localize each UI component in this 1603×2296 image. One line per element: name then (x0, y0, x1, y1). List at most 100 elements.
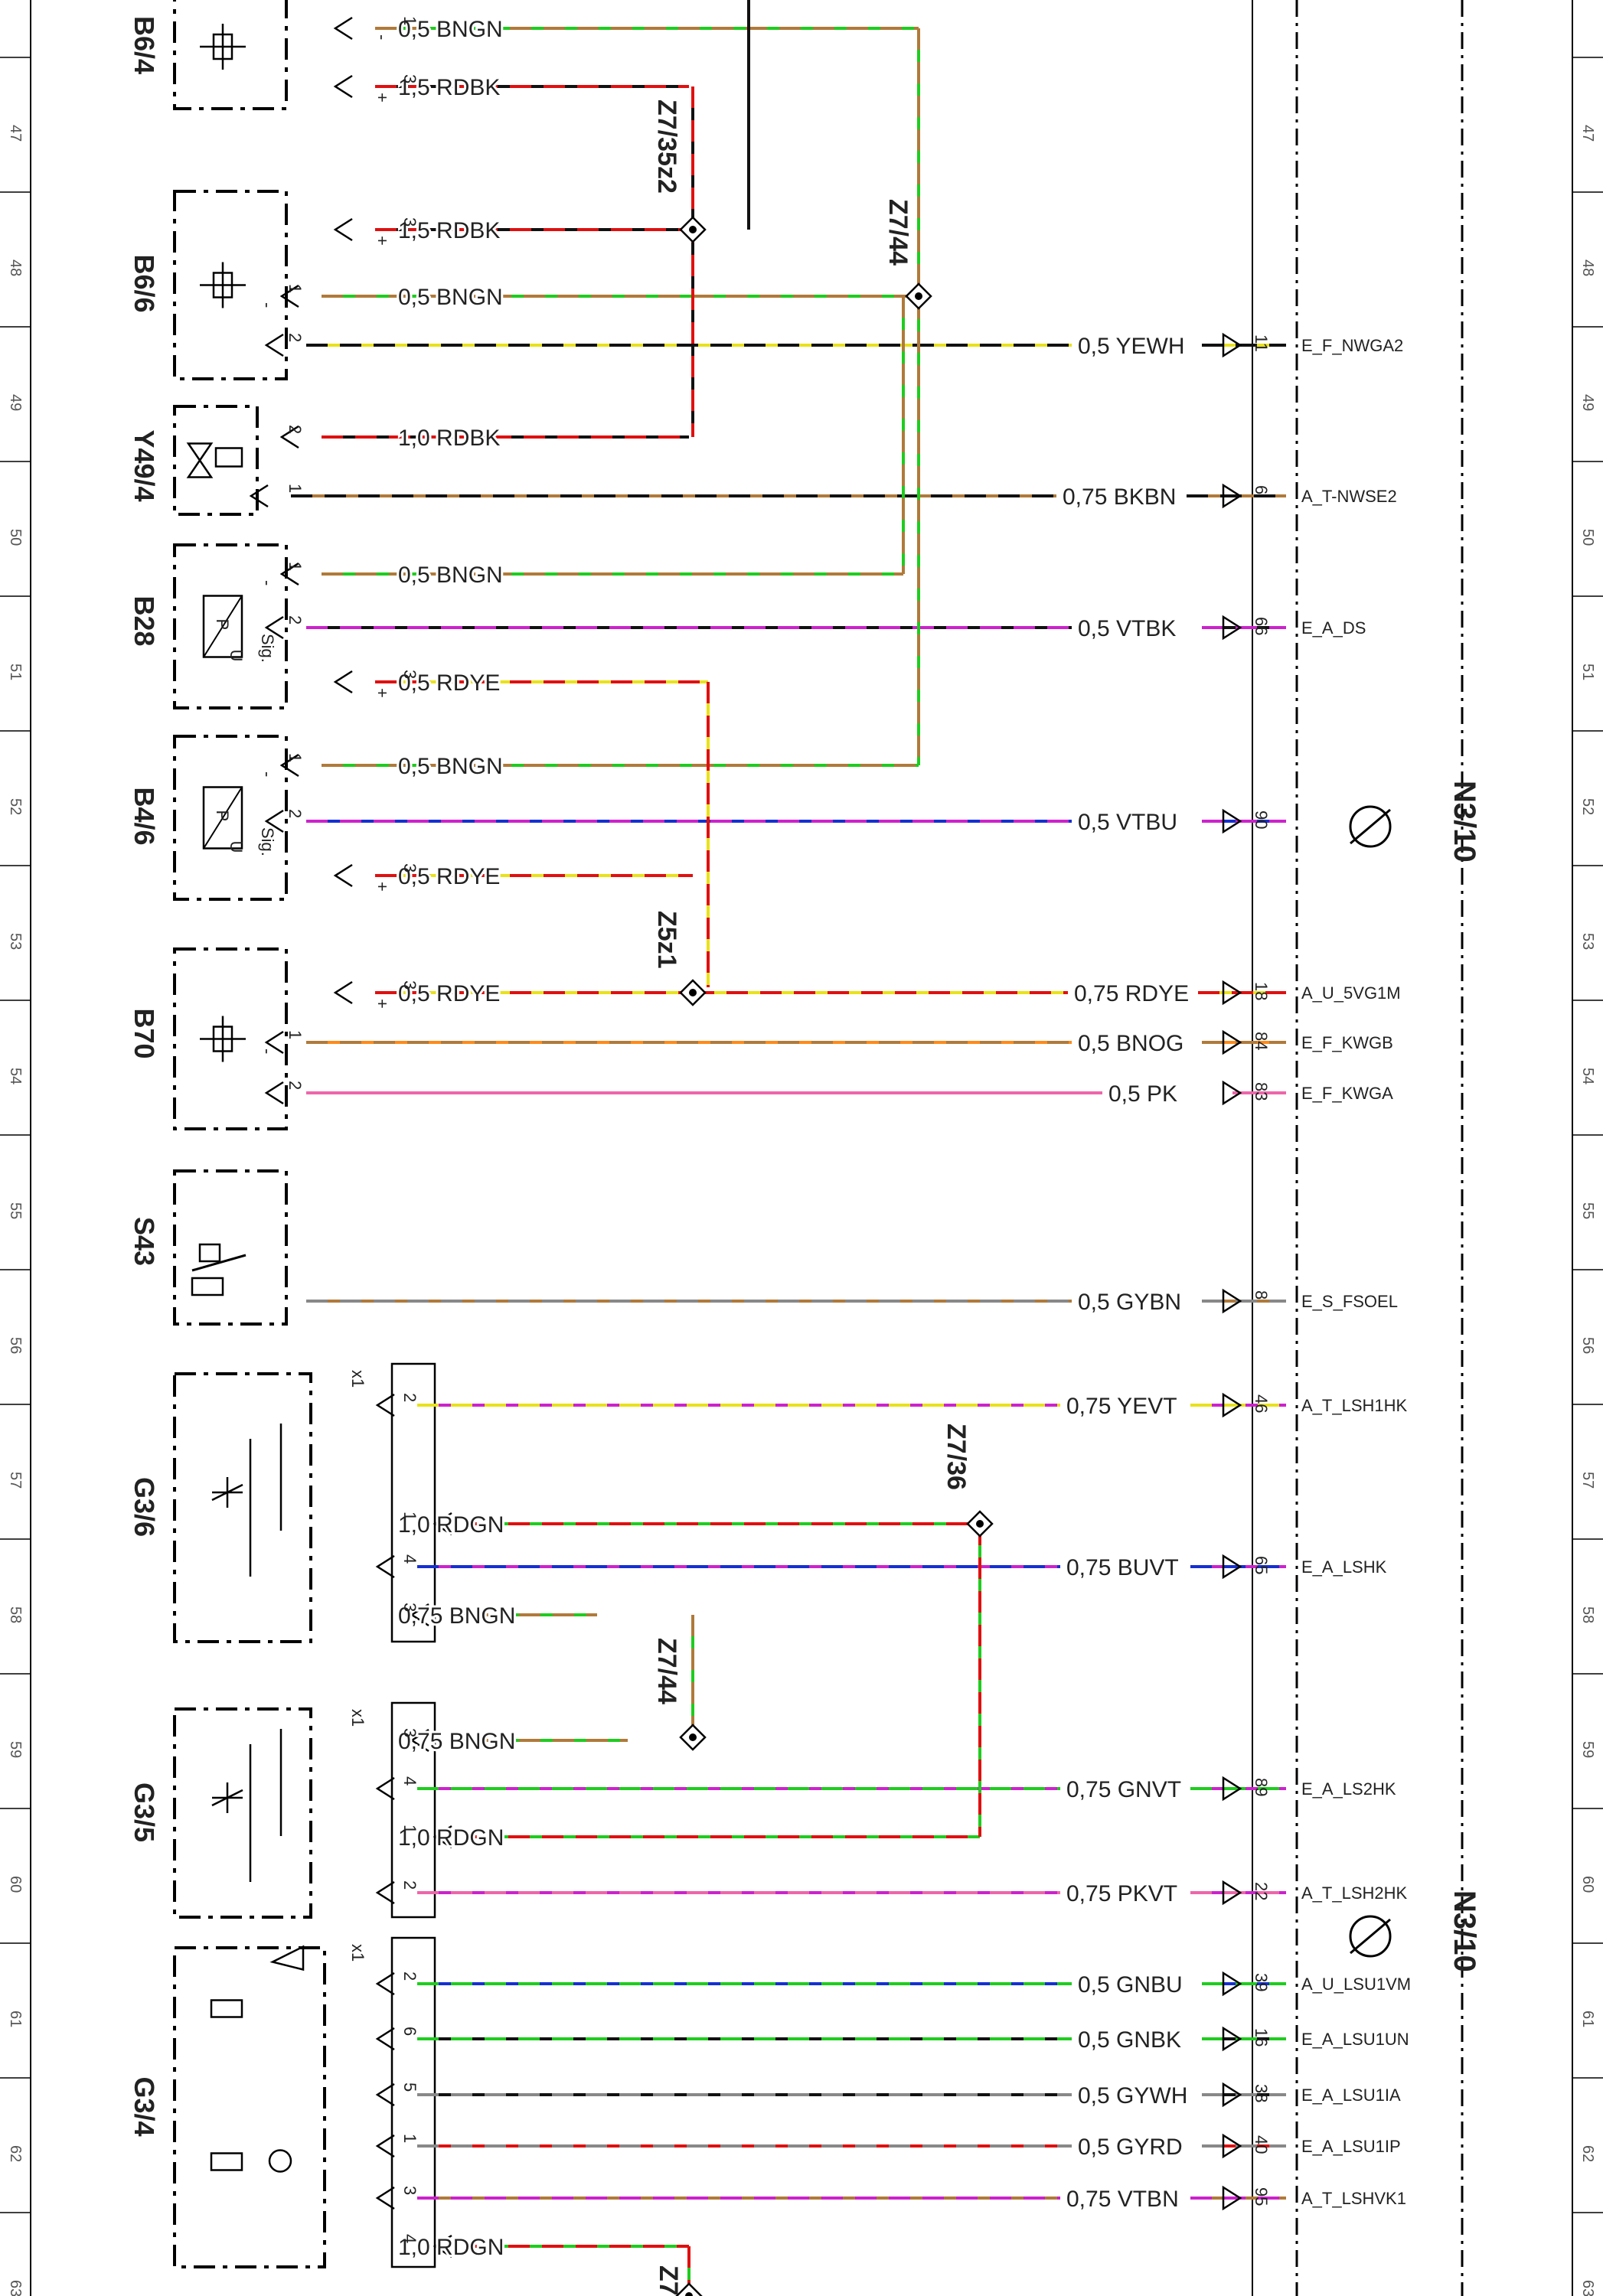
wire-label: 0,75 GNVT (1066, 1777, 1181, 1802)
ecu-signal-name: A_T-NWSE2 (1301, 487, 1397, 506)
component-pin-mark: + (373, 999, 392, 1009)
component-B6-4: B6/4 (129, 0, 288, 110)
ecu-pin-number: 18 (1252, 982, 1271, 1000)
ecu-pin-number: 11 (1252, 334, 1271, 352)
resistor-symbol (210, 1999, 243, 2018)
component-pin-number: 3 (400, 217, 420, 227)
wire-label: 0,75 PKVT (1066, 1881, 1177, 1906)
ecu-pin-number: 83 (1252, 1082, 1271, 1101)
ecu-signal-name: E_A_LSU1UN (1301, 2030, 1409, 2049)
component-connector-arrow (333, 980, 353, 1005)
component-label: S43 (129, 1217, 160, 1266)
ecu-signal-name: E_S_FSOEL (1301, 1292, 1398, 1311)
component-label: G3/5 (129, 1782, 160, 1842)
row-number-right: 63 (1579, 2280, 1596, 2296)
heater-symbol (211, 1782, 243, 1813)
row-number-left: 53 (7, 933, 24, 950)
wire-label: 0,5 GYWH (1078, 2083, 1187, 2108)
component-pin-number: 1 (400, 1825, 420, 1834)
component-G3-4: G3/4 (129, 1945, 326, 2268)
component-B6-6: B6/6 (129, 190, 288, 380)
resistor-symbol (210, 2152, 243, 2171)
component-connector-arrow (375, 2134, 395, 2158)
component-pin-mark: + (373, 93, 392, 103)
wire-label: 0,5 YEWH (1078, 334, 1185, 359)
ecu-signal-name: E_F_KWGA (1301, 1084, 1393, 1103)
ecu-connector-arrow (1222, 1880, 1242, 1906)
component-connector-arrow (279, 753, 299, 778)
splice-label: Z7/44 (883, 199, 913, 266)
component-pin-number: 3 (400, 670, 420, 679)
component-pin-number: 3 (400, 2186, 420, 2195)
component-label: G3/6 (129, 1477, 160, 1537)
component-pin-number: 1 (286, 753, 305, 762)
sensor-letter: U (227, 841, 246, 853)
connector-x1 (390, 1362, 436, 1643)
splice-label: Z7/36 (942, 1424, 971, 1490)
component-G3-5: G3/5 (129, 1707, 312, 1919)
component-connector-arrow (410, 1728, 429, 1753)
row-number-left: 54 (7, 1068, 24, 1084)
row-number-right: 49 (1579, 394, 1596, 411)
ecu-connector-arrow (1222, 1776, 1242, 1802)
ecu-signal-name: A_T_LSH2HK (1301, 1883, 1408, 1903)
wire-label: 0,5 RDYE (398, 864, 500, 889)
row-number-left: 47 (7, 125, 24, 142)
valve-coil-symbol (214, 447, 243, 468)
splice-dot (915, 292, 922, 300)
ecu-signal-name: E_A_LSU1IP (1301, 2137, 1401, 2156)
component-pin-number: 2 (286, 809, 305, 818)
wire-label: 0,75 YEVT (1066, 1394, 1177, 1419)
wire-label: 0,75 RDYE (1074, 981, 1189, 1006)
splice-node (675, 2282, 703, 2296)
ecu-pin-number: 89 (1252, 1778, 1271, 1796)
component-pin-mark: - (258, 1049, 277, 1054)
component-connector-arrow (264, 333, 284, 357)
row-number-left: 60 (7, 1876, 24, 1893)
row-number-left: 48 (7, 259, 24, 276)
splice-dot (689, 1733, 697, 1741)
component-connector-arrow (264, 809, 284, 833)
component-connector-arrow (279, 562, 299, 586)
component-pin-number: 1 (400, 16, 420, 25)
ecu-connector-arrow (1222, 1288, 1242, 1314)
component-connector-arrow (264, 615, 284, 640)
pressure-sensor-diagonal (203, 786, 243, 850)
connector-label: x1 (348, 1944, 367, 1962)
component-pin-mark: - (258, 771, 277, 777)
wire-label: 0,75 BUVT (1066, 1555, 1179, 1580)
component-connector-arrow (333, 16, 353, 41)
wire-label: 0,5 GNBK (1078, 2027, 1181, 2053)
component-Y49-4: Y49/4 (129, 405, 259, 516)
component-connector-arrow (375, 1554, 395, 1579)
component-connector-arrow (279, 425, 299, 449)
component-box (173, 190, 288, 380)
wire-label: 0,5 GYRD (1078, 2135, 1183, 2160)
ecu-signal-name: E_A_LS2HK (1301, 1779, 1396, 1799)
row-number-right: 59 (1579, 1741, 1596, 1758)
wire-label: 0,5 BNGN (398, 285, 503, 310)
ecu-pin-number: 16 (1252, 2028, 1271, 2047)
wire-label: 0,5 GYBN (1078, 1290, 1181, 1315)
component-pin-number: 4 (400, 1776, 420, 1786)
component-box (173, 947, 288, 1130)
sensor-letter: P (213, 619, 232, 631)
ecu-signal-name: E_A_DS (1301, 618, 1366, 638)
component-pin-number: 3 (400, 1728, 420, 1737)
row-number-left: 52 (7, 798, 24, 815)
pressure-switch-symbol (198, 1243, 221, 1263)
ecu-signal-name: A_T_LSH1HK (1301, 1396, 1408, 1415)
variable-resistor-symbol (269, 1945, 305, 1971)
component-pin-number: 2 (400, 1971, 420, 1981)
ecu-connector-arrow (1222, 483, 1242, 509)
component-B70: B70 (129, 947, 288, 1130)
component-connector-arrow (375, 2082, 395, 2107)
row-number-right: 58 (1579, 1606, 1596, 1623)
wire-label: 0,5 BNOG (1078, 1031, 1183, 1056)
component-label: G3/4 (129, 2077, 160, 2137)
component-pin-number: 1 (400, 2134, 420, 2143)
ecu-signal-name: E_A_LSU1IA (1301, 2086, 1401, 2105)
wire-label: 1,0 RDGN (398, 1512, 504, 1538)
component-connector-arrow (375, 2027, 395, 2051)
connector-x1 (390, 1701, 436, 1919)
